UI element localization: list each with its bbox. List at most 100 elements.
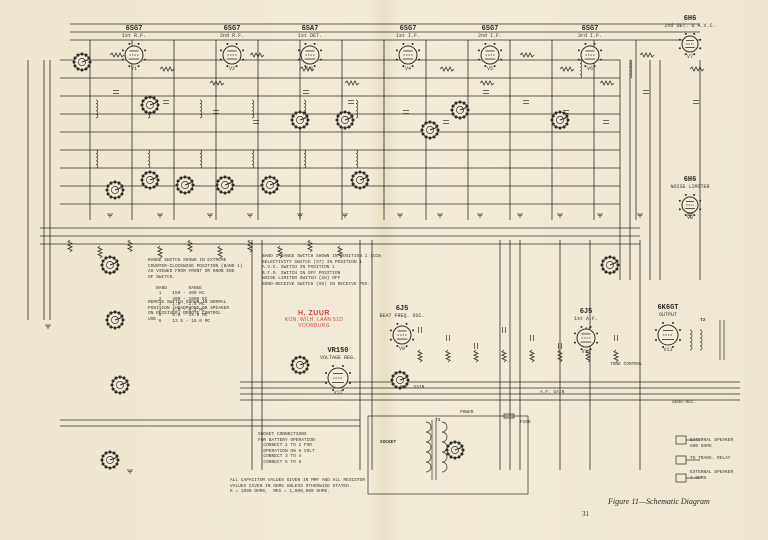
ground-symbol: [477, 213, 483, 218]
tube-type-label: 6SG7: [581, 25, 599, 33]
resistor: [584, 349, 592, 363]
tube-type-label: 6SG7: [223, 25, 241, 33]
tube-v7: [678, 32, 702, 56]
resistor: [528, 349, 536, 363]
capacitor: [418, 327, 422, 333]
socket-frame: [367, 415, 529, 495]
ground-symbol: [207, 213, 213, 218]
ground-symbol: [517, 213, 523, 218]
switch-deck: [72, 52, 92, 72]
coil: [303, 149, 307, 169]
output-transformer-label: T2: [700, 318, 706, 323]
resistor: [416, 349, 424, 363]
transformer-winding: [441, 421, 448, 473]
tube-v6: [577, 42, 603, 68]
output-transformer: [719, 320, 725, 360]
capacitor: [614, 335, 618, 341]
speaker-4-note: EXTERNAL SPEAKER 4 OHMS: [690, 470, 734, 481]
resistor: [216, 245, 224, 259]
tube-v4: [395, 42, 421, 68]
switch-deck: [140, 170, 160, 190]
tube-type-label: 6SG7: [399, 25, 417, 33]
tube-ref-label: V6: [586, 66, 593, 72]
socket-label: SOCKET: [380, 440, 397, 445]
ground-symbol: [557, 213, 563, 218]
switch-deck: [175, 175, 195, 195]
tube-type-label: VR150: [327, 347, 349, 355]
resistor: [306, 239, 314, 253]
figure-caption: Figure 11—Schematic Diagram: [608, 497, 710, 506]
resistor: [599, 80, 615, 86]
switch-deck: [600, 255, 620, 275]
capacitor: [163, 100, 169, 104]
capacitor: [113, 90, 119, 94]
tube-type-label: 6H6: [683, 176, 697, 184]
switch-position-note: BAND 1 RANGE SWITCH SHOWN IN POSITION 1 …: [262, 254, 381, 287]
switch-deck: [445, 440, 465, 460]
resistor: [249, 52, 265, 58]
tube-ref-label: V1: [130, 66, 137, 72]
resistor: [159, 66, 175, 72]
resistor: [639, 52, 655, 58]
tube-type-label: 6H6: [683, 15, 697, 23]
tube-function-label: 3rd I.F.: [577, 33, 602, 39]
components-layer: [45, 52, 725, 495]
switch-deck: [420, 120, 440, 140]
send-receive-label: SEND-REC.: [672, 400, 697, 405]
resistor: [209, 80, 225, 86]
ground-symbol: [397, 213, 403, 218]
capacitor: [348, 100, 354, 104]
switch-deck: [450, 100, 470, 120]
capacitor: [446, 335, 450, 341]
tube-v8: [678, 193, 702, 217]
capacitor: [523, 100, 529, 104]
tube-ref-label: V2: [228, 66, 235, 72]
tube-ref-label: V8: [686, 215, 693, 221]
tube-function-label: VOLTAGE REG.: [319, 355, 356, 361]
tube-ref-label: V4: [404, 66, 411, 72]
tube-function-label: NOISE LIMITER: [670, 184, 710, 190]
af-gain-label: A.F. GAIN: [540, 390, 565, 395]
tone-control-label: TONE CONTROL: [610, 362, 643, 367]
capacitor: [253, 120, 259, 124]
capacitor: [474, 343, 478, 349]
tube-ref-label: V10: [581, 349, 591, 355]
ground-symbol: [107, 213, 113, 218]
coil: [251, 99, 255, 119]
tube-function-label: 1st I.F.: [395, 33, 420, 39]
coil: [199, 99, 203, 119]
capacitor: [693, 100, 699, 104]
capacitor: [643, 90, 649, 94]
stamp-city: VOORBURG: [298, 323, 330, 329]
capacitor: [303, 90, 309, 94]
switch-deck: [290, 355, 310, 375]
resistor: [519, 52, 535, 58]
tube-function-label: 1st A.F.: [573, 316, 598, 322]
tube-function-label: 1st R.F.: [121, 33, 146, 39]
tube-function-label: 1st DET.: [297, 33, 322, 39]
speaker-600-note: EXTERNAL SPEAKER 600 OHMS: [690, 438, 734, 449]
capacitor: [558, 343, 562, 349]
coil: [579, 59, 583, 79]
ground-symbol: [127, 469, 133, 474]
coil: [629, 59, 633, 79]
tubes-layer: [121, 32, 702, 392]
ground-symbol: [437, 213, 443, 218]
tube-v11: [654, 321, 682, 349]
coil: [199, 149, 203, 169]
tube-v10: [573, 325, 599, 351]
ground-symbol: [342, 213, 348, 218]
tube-function-label: 2nd DET. & A.V.C.: [664, 23, 716, 29]
capacitor: [213, 110, 219, 114]
component-values-note: ALL CAPACITOR VALUES GIVEN IN MMF AND AL…: [230, 478, 366, 494]
coil: [355, 149, 359, 169]
resistor: [689, 66, 705, 72]
coil: [699, 329, 703, 351]
ground-symbol: [597, 213, 603, 218]
page-number: 31: [582, 510, 589, 518]
tube-v12: [324, 364, 352, 392]
tube-ref-label: V7: [686, 54, 693, 60]
tube-type-label: 6K6GT: [657, 304, 679, 312]
tube-v2: [219, 42, 245, 68]
